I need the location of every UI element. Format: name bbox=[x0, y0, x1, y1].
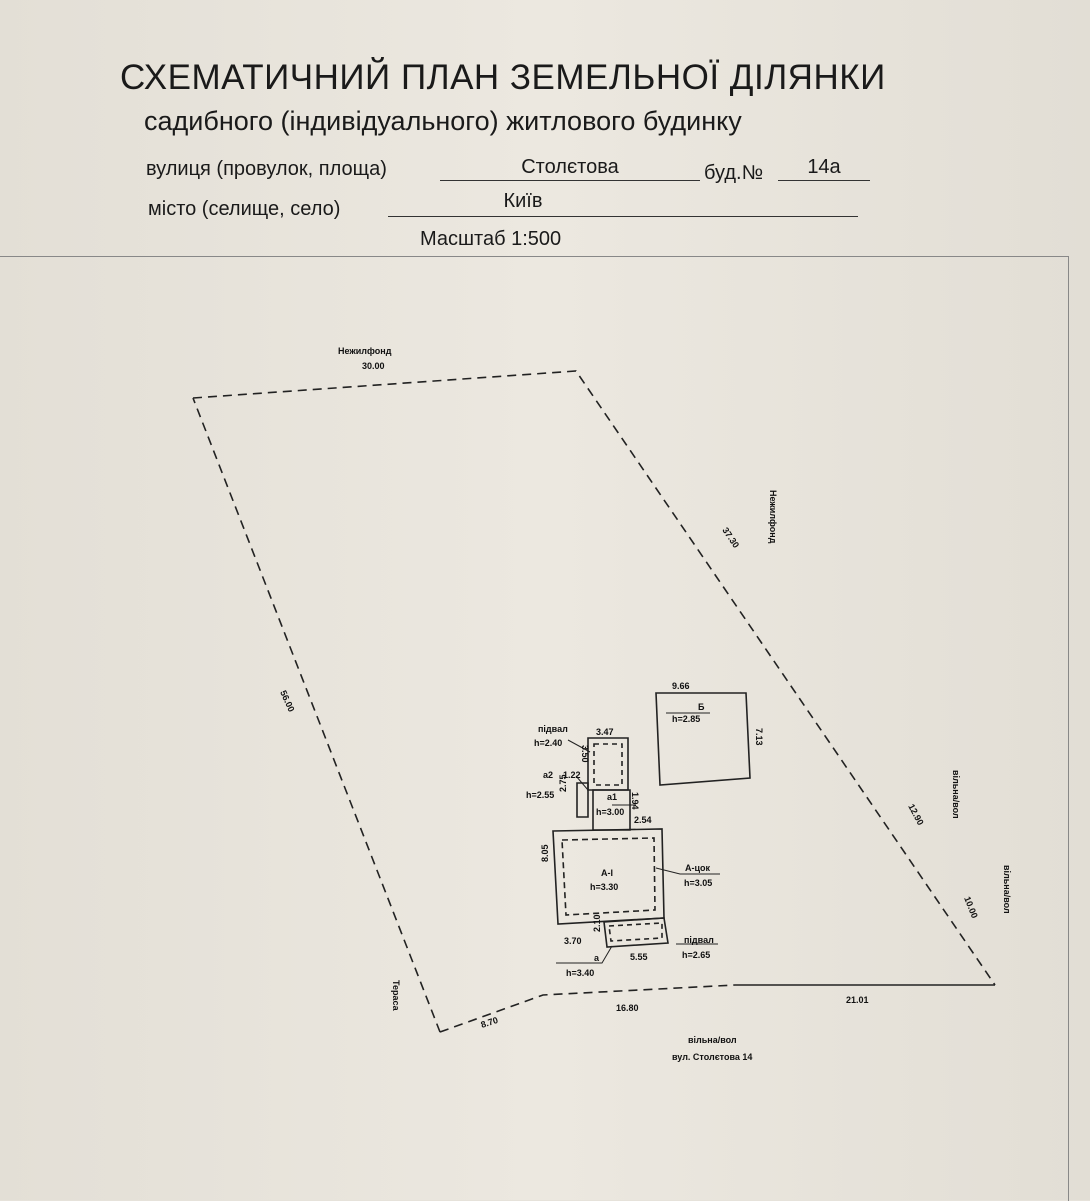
a2-width-label: 1.22 bbox=[563, 770, 581, 780]
right-mid-length-label: 12.90 bbox=[906, 802, 925, 827]
a1-label: а1 bbox=[607, 792, 617, 802]
a1-depth-label: 1.94 bbox=[630, 792, 640, 810]
basement-1-width-label: 3.47 bbox=[596, 727, 614, 737]
a-plinth-height-label: h=3.05 bbox=[684, 878, 712, 888]
top-length-label: 30.00 bbox=[362, 361, 385, 371]
a-small-label: а bbox=[594, 953, 600, 963]
a1-height-label: h=3.00 bbox=[596, 807, 624, 817]
plan-frame bbox=[0, 256, 1069, 1201]
street-address-label: вул. Столєтова 14 bbox=[672, 1052, 752, 1062]
basement-2-label: підвал bbox=[684, 935, 714, 945]
a-height-label: h=3.30 bbox=[590, 882, 618, 892]
basement-1-height-label: h=2.40 bbox=[534, 738, 562, 748]
a2-height-label: h=2.55 bbox=[526, 790, 554, 800]
b-depth-label: 7.13 bbox=[754, 728, 764, 746]
basement-2-outline bbox=[608, 922, 663, 942]
b-label: Б bbox=[698, 702, 705, 712]
city-label: місто (селище, село) bbox=[148, 198, 341, 220]
left-neighbor-label: Тераса bbox=[391, 980, 401, 1012]
city-value: Київ bbox=[503, 190, 543, 212]
building-basement-2 bbox=[603, 917, 669, 948]
a2-label: а2 bbox=[543, 770, 553, 780]
leader-lines bbox=[556, 712, 720, 964]
right-upper-neighbor-label: Нежилфонд bbox=[768, 490, 778, 544]
bottom-mid-length-label: 16.80 bbox=[616, 1003, 639, 1013]
a-depth-label: 8.05 bbox=[540, 844, 550, 862]
basement-2-width-label: 5.55 bbox=[630, 952, 648, 962]
street-value: Столєтова bbox=[521, 156, 619, 178]
house-underline bbox=[778, 180, 870, 181]
house-label: буд.№ bbox=[704, 162, 764, 184]
building-b bbox=[655, 692, 751, 786]
building-a-plinth-outline bbox=[561, 837, 656, 916]
street-label: вулиця (провулок, площа) bbox=[146, 158, 387, 180]
scale-label: Масштаб 1:500 bbox=[420, 228, 562, 250]
right-low-neighbor-label: вільна/вол bbox=[1002, 865, 1012, 914]
basement-1-outline bbox=[593, 743, 623, 786]
right-upper-length-label: 37.30 bbox=[720, 526, 741, 550]
left-length-label: 56.00 bbox=[278, 689, 296, 714]
a1-width-label: 2.54 bbox=[634, 815, 652, 825]
basement-2-height-label: h=2.65 bbox=[682, 950, 710, 960]
basement-1-depth-label: 3.50 bbox=[580, 745, 590, 763]
basement-1-label: підвал bbox=[538, 724, 568, 734]
bottom-left-length-label: 8.70 bbox=[480, 1015, 500, 1030]
a-small-height-label: h=3.40 bbox=[566, 968, 594, 978]
a-plinth-label: А-цок bbox=[685, 863, 711, 873]
a-small-width-label: 3.70 bbox=[564, 936, 582, 946]
city-underline bbox=[388, 216, 858, 217]
b-width-label: 9.66 bbox=[672, 681, 690, 691]
house-value: 14а bbox=[807, 156, 841, 178]
a-label: А-І bbox=[601, 868, 613, 878]
a-small-depth-label: 2.10 bbox=[592, 914, 602, 932]
b-height-label: h=2.85 bbox=[672, 714, 700, 724]
a2-depth-label: 2.75 bbox=[558, 774, 568, 792]
street-underline bbox=[440, 180, 700, 181]
right-mid-neighbor-label: вільна/вол bbox=[951, 770, 961, 819]
building-a2 bbox=[576, 782, 589, 818]
right-low-length-label: 10.00 bbox=[962, 895, 980, 920]
top-neighbor-label: Нежилфонд bbox=[338, 346, 392, 356]
plot-boundary bbox=[192, 370, 996, 1033]
bottom-neighbor-label: вільна/вол bbox=[688, 1035, 737, 1045]
document-title: СХЕМАТИЧНИЙ ПЛАН ЗЕМЕЛЬНОЇ ДІЛЯНКИ bbox=[120, 58, 886, 97]
bottom-right-length-label: 21.01 bbox=[846, 995, 869, 1005]
document-subtitle: садибного (індивідуального) житлового бу… bbox=[144, 106, 742, 136]
